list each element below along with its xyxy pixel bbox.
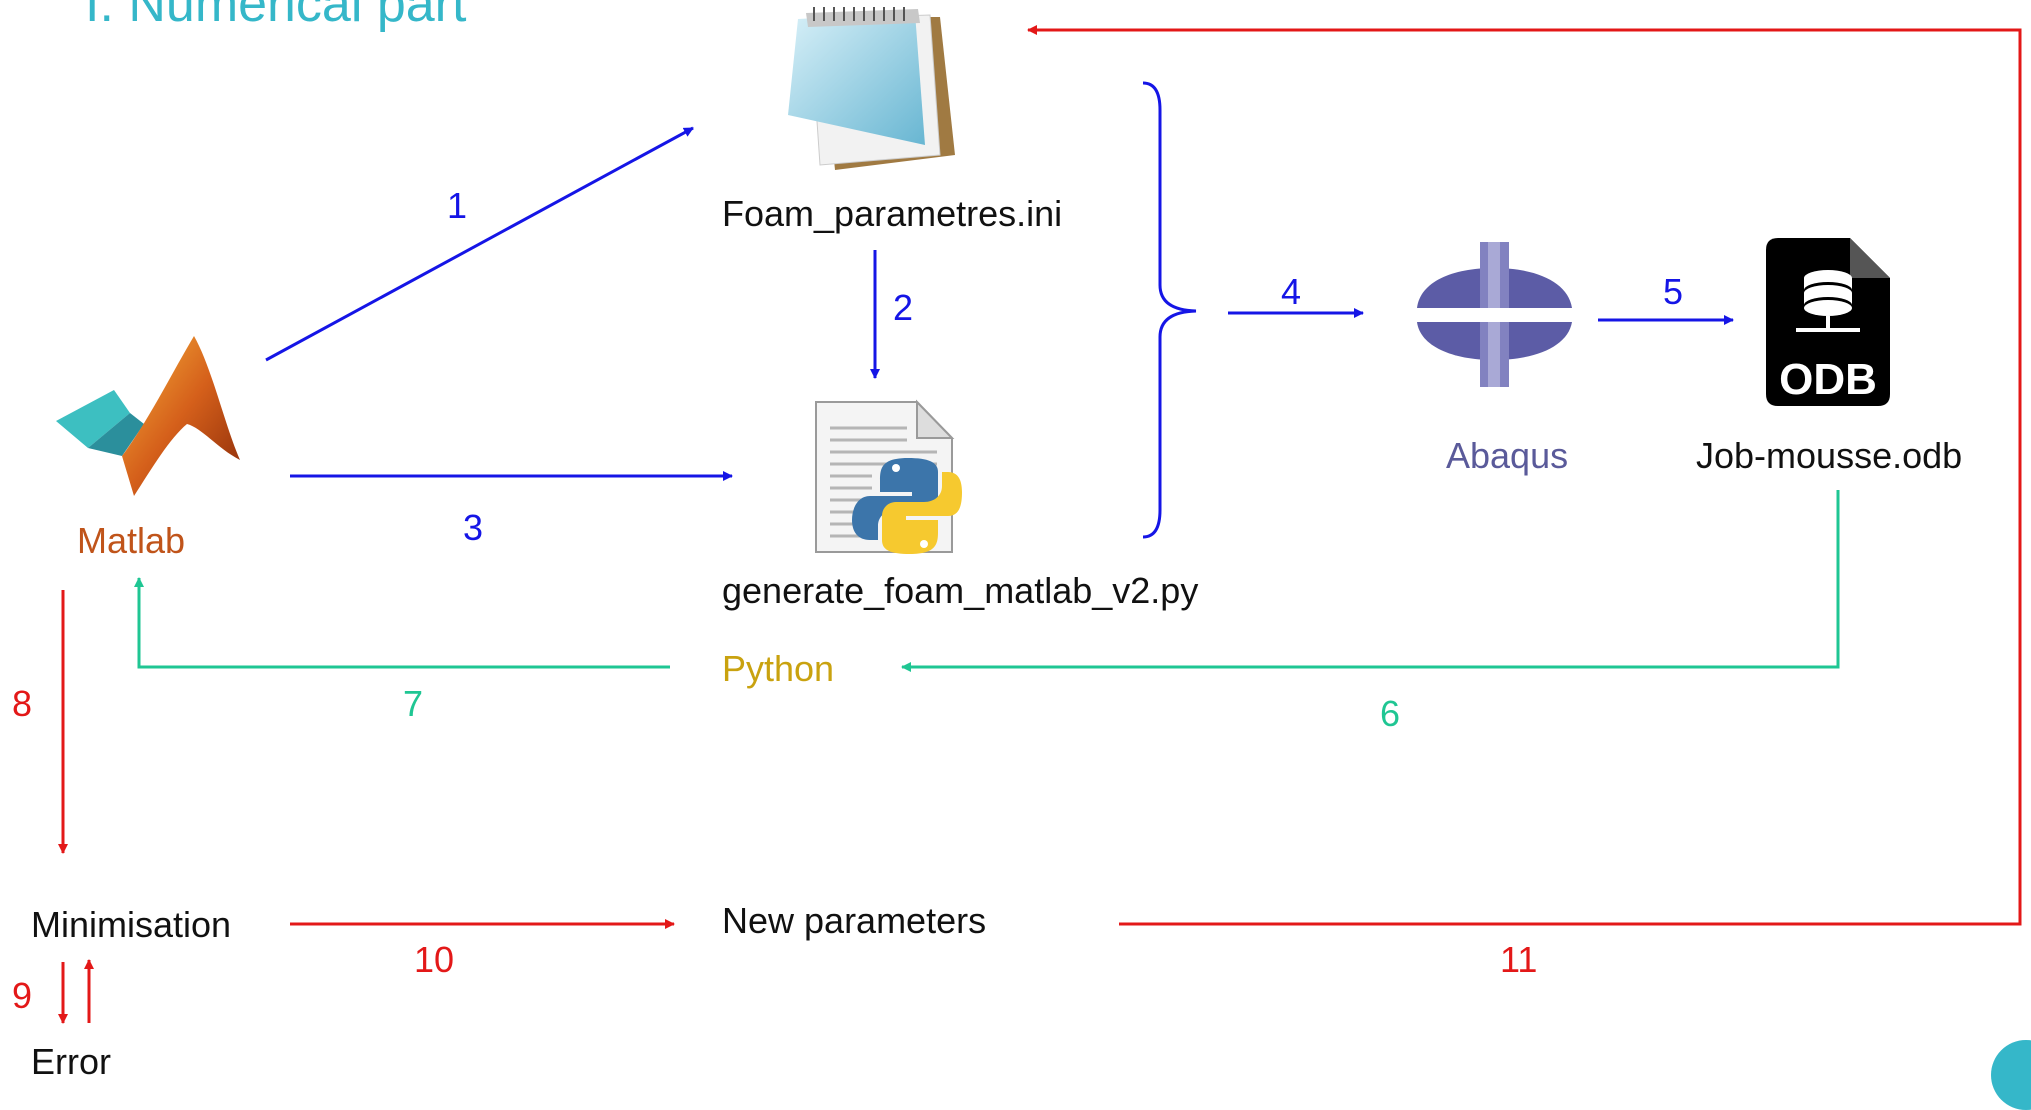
step-11-label: 11 (1500, 939, 1538, 980)
step-7-label: 7 (403, 683, 424, 724)
step-3-label: 3 (463, 507, 484, 548)
arrow-1 (265, 126, 694, 362)
step-6-label: 6 (1380, 693, 1401, 734)
odb-database-file-icon: ODB (1766, 238, 1890, 406)
step-8-label: 8 (12, 683, 33, 724)
python-script-label: generate_foam_matlab_v2.py (722, 570, 1199, 611)
step-9-label: 9 (12, 975, 33, 1016)
arrow-7 (134, 577, 670, 669)
notepad-icon (788, 7, 955, 170)
new-parameters-label: New parameters (722, 900, 987, 941)
odb-icon-label: ODB (1779, 355, 1877, 404)
python-file-icon (815, 399, 962, 554)
step-5-label: 5 (1663, 271, 1684, 312)
odb-file-label: Job-mousse.odb (1696, 435, 1963, 476)
python-label: Python (722, 648, 835, 689)
minimisation-label: Minimisation (31, 904, 232, 945)
matlab-logo-icon (56, 336, 240, 496)
foam-ini-label: Foam_parametres.ini (722, 193, 1063, 234)
matlab-label: Matlab (77, 520, 186, 561)
arrow-11 (1027, 25, 2022, 926)
workflow-diagram: I. Numerical part (12, 0, 2031, 1110)
abaqus-logo-icon (1412, 242, 1577, 387)
step-2-label: 2 (893, 287, 914, 328)
arrow-6 (901, 490, 1840, 672)
connectors (58, 25, 2022, 1024)
abaqus-label: Abaqus (1446, 435, 1569, 476)
error-label: Error (31, 1041, 111, 1082)
slide-title: I. Numerical part (85, 0, 467, 33)
step-10-label: 10 (414, 939, 455, 980)
grouping-brace (1142, 81, 1197, 539)
step-1-label: 1 (447, 185, 468, 226)
step-4-label: 4 (1281, 271, 1302, 312)
